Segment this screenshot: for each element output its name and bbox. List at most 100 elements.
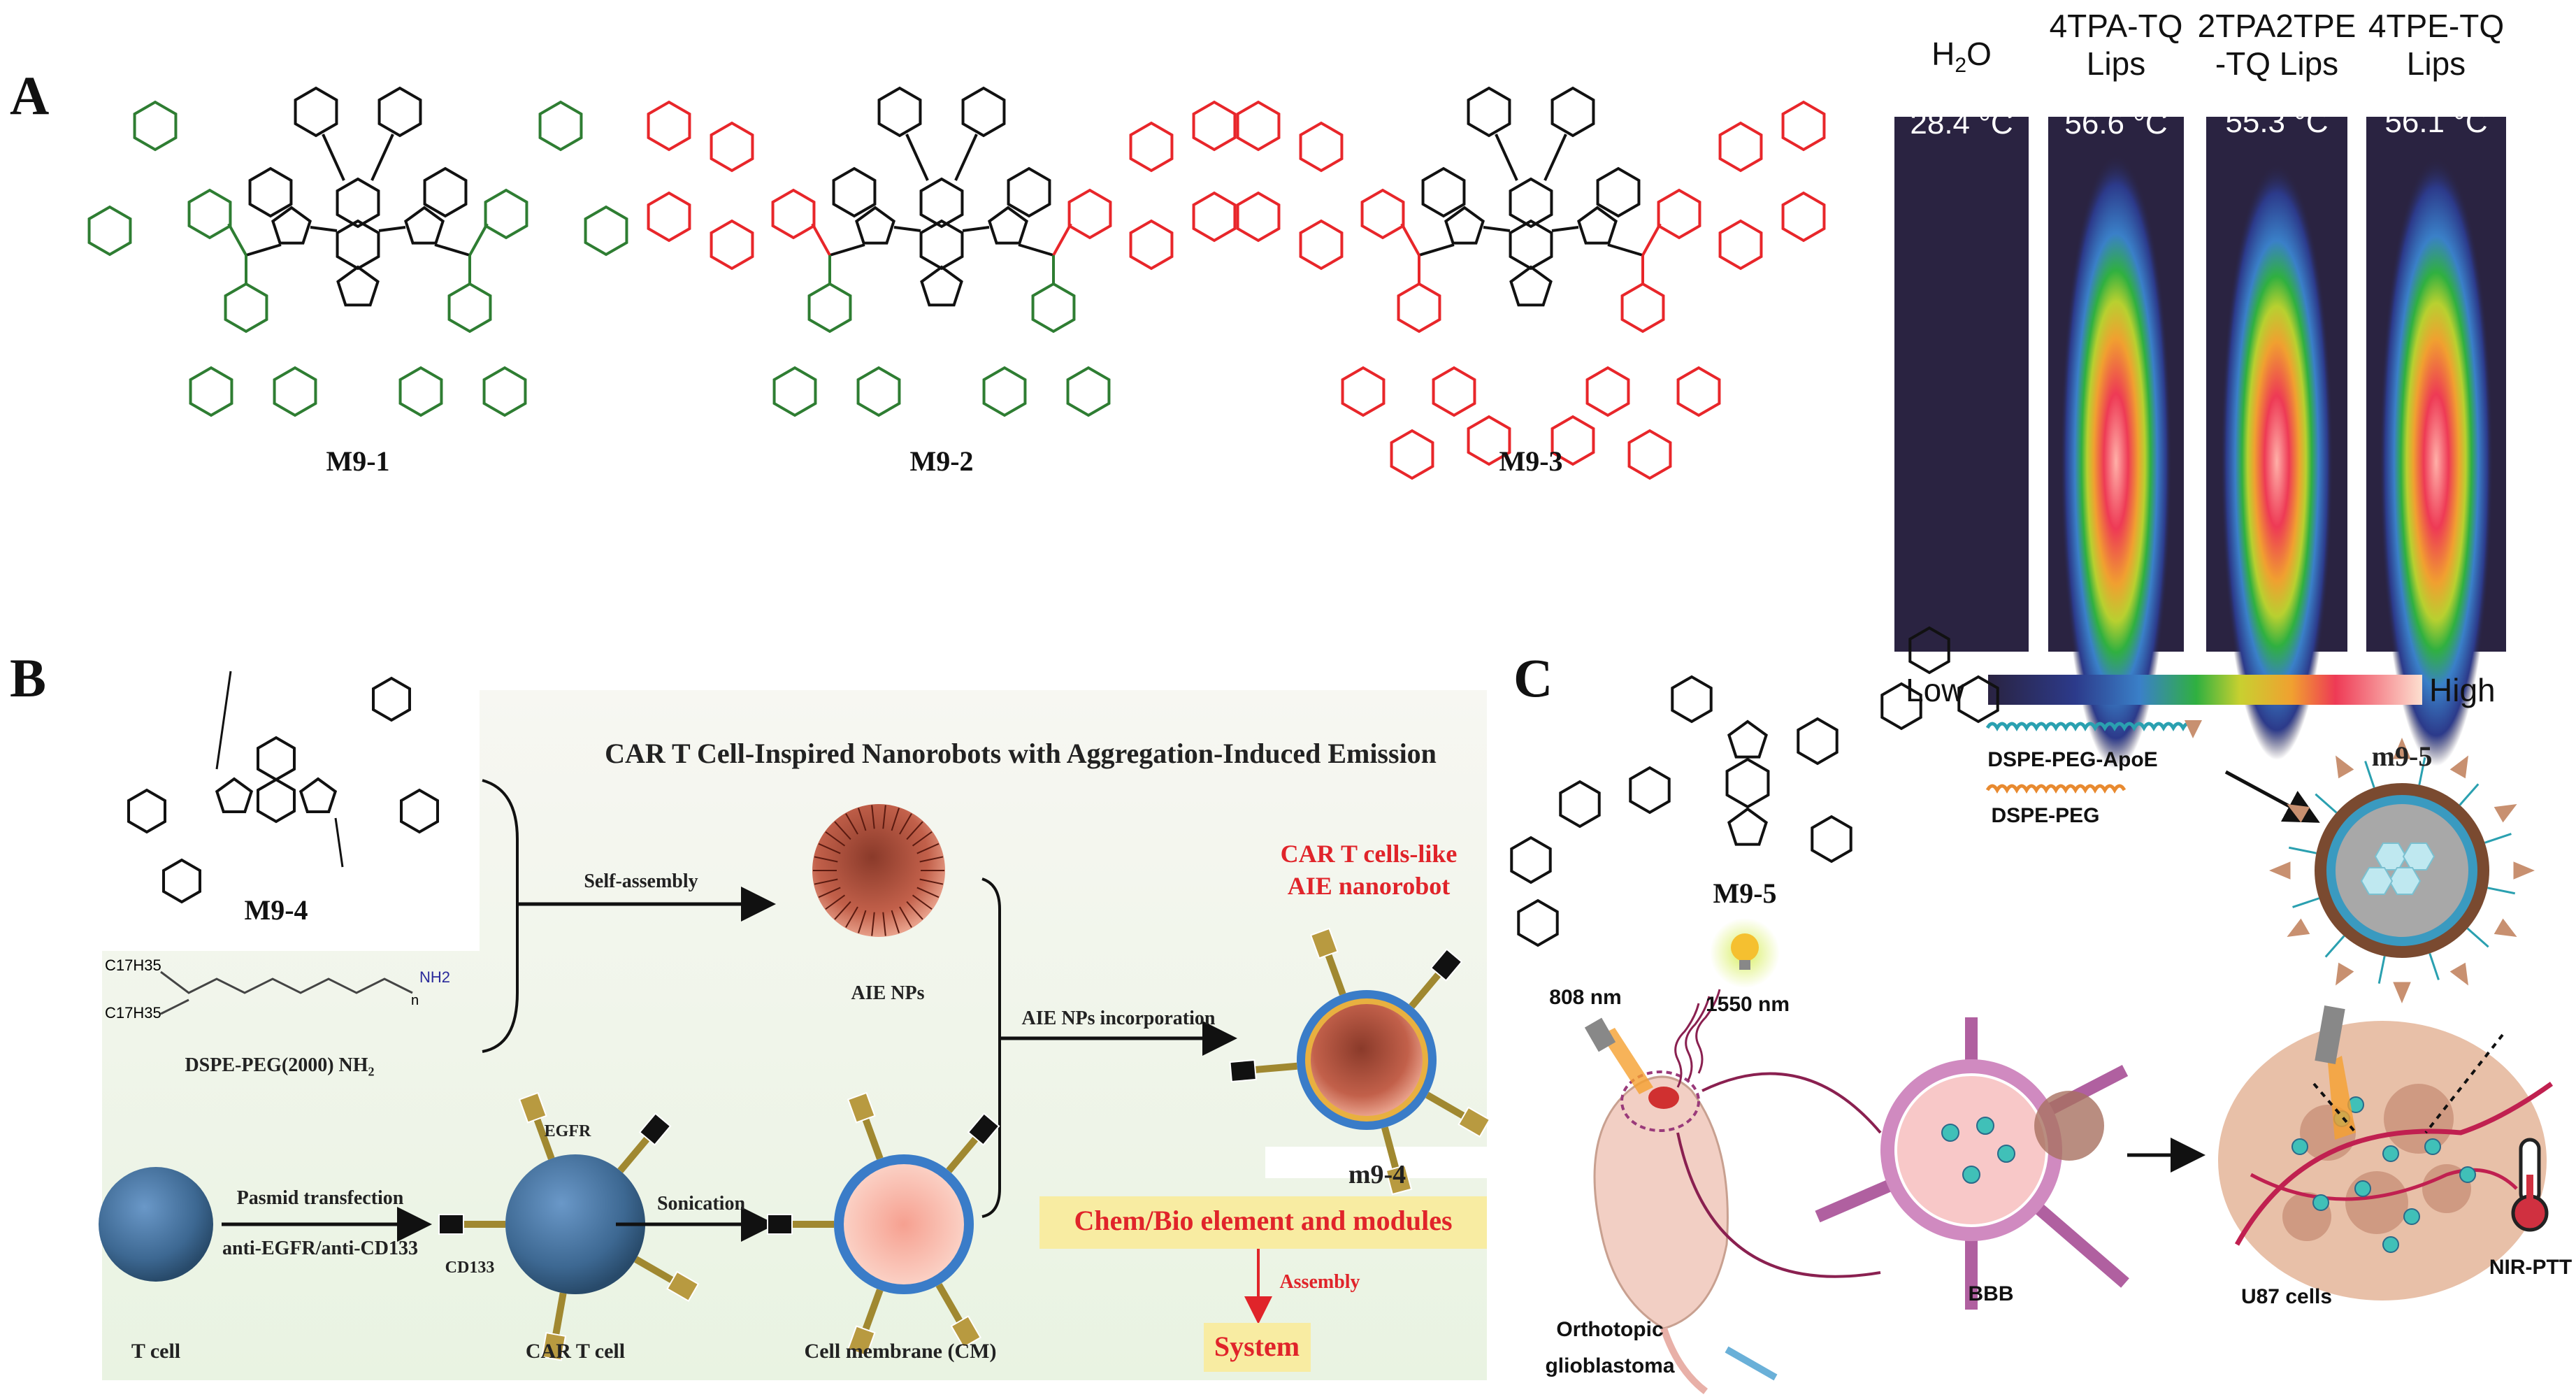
nanoparticle-spike [919,856,944,863]
t-cell-label: T cell [131,1340,181,1363]
dspe-peg-apoe-chain [1985,722,2195,731]
benzene-ring [1299,121,1344,173]
benzene-ring [1299,219,1344,271]
antibody-receptor [617,1112,672,1173]
apoe-ligand [2494,918,2517,937]
benzene-ring [1718,121,1763,173]
receptor-head [1309,927,1339,959]
nanoparticle-dot [1941,1124,1959,1142]
benzene-ring [1467,415,1511,466]
tumor-cell-cluster [2034,1091,2104,1161]
five-membered-ring [1444,206,1485,245]
header-line: Lips [2086,45,2146,82]
receptor-head [638,1112,672,1146]
header-line: -TQ Lips [2215,45,2339,82]
benzene-ring [1129,219,1174,271]
nanoparticle-dot [2354,1180,2371,1197]
emission-label: 1550 nm [1705,993,1790,1016]
apoe-ligand [2449,962,2468,986]
benzene-ring [710,121,754,173]
membrane-interior [844,1164,964,1284]
benzene-ring [1517,898,1559,947]
five-membered-ring [298,777,338,814]
benzene-ring [1781,100,1826,152]
receptor-stem [463,1221,505,1228]
emission-wave [1685,996,1711,1081]
benzene-ring [1067,188,1112,240]
benzene-ring [647,191,691,243]
benzene-ring [1718,219,1763,271]
nanoparticle-dot [2312,1194,2329,1211]
benzene-ring [1657,188,1701,240]
benzene-ring [919,177,964,229]
benzene-ring [772,366,817,417]
benzene-ring [1509,177,1553,229]
molecule-m9-4 [127,671,439,904]
vessel [2250,1168,2518,1201]
chem-bio-label: Chem/Bio element and modules [1074,1205,1453,1236]
scale-high-label: High [2429,672,2496,708]
apoe-ligand [2287,804,2310,823]
panel-letter-b: B [10,647,47,708]
nanoparticle-spike [825,831,846,847]
molecule-label-m9-4: M9-4 [244,894,308,926]
apoe-ligand [2393,738,2411,759]
excitation-label: 808 nm [1549,986,1622,1009]
receptor-head [438,1214,464,1235]
h2o-h: H [1931,36,1955,72]
molecule-m9-1 [87,86,628,417]
molecule-label-m9-2: M9-2 [909,445,974,477]
bond [468,223,489,256]
dspe-c17-top: C17H35 [105,957,161,974]
bond [954,134,978,181]
heat-spot [2379,157,2494,766]
benzene-ring [1629,766,1671,815]
antibody-receptor [541,1292,567,1361]
antibody-receptor [946,1112,1000,1173]
benzene-ring [1467,86,1511,138]
thermal-image [1894,117,2029,652]
nanoparticle-spike [882,912,886,936]
benzene-ring [771,188,816,240]
benzene-ring [1192,100,1237,152]
benzene-ring [1129,121,1174,173]
receptor-stem [946,1136,979,1173]
bond [227,223,247,256]
zoom-line [1701,1072,1882,1134]
bond [1052,223,1072,256]
header-line: 4TPA-TQ [2049,8,2183,44]
self-assembly-label: Self-assembly [584,871,698,892]
transfection-label: Pasmid transfection [236,1187,404,1209]
benzene-ring [423,166,468,218]
receptor-stem [1255,1062,1297,1073]
bulb-base [1739,960,1750,970]
laser-beam [2328,1056,2356,1140]
mouse-illustration [1584,989,1882,1394]
nanoparticle-dot [1997,1145,2015,1163]
benzene-ring [224,282,268,334]
benzene-ring [1811,815,1852,864]
benzene-ring [1627,429,1672,480]
nanoparticle-spike [858,910,867,933]
benzene-ring [372,676,411,722]
vessel [2234,1082,2554,1246]
antibody-receptor [518,1091,555,1160]
nanoparticle-spike [916,843,940,854]
apoe-ligand [2336,755,2354,779]
nanorobot-title-line1: CAR T cells-like [1280,840,1458,868]
receptor-stem [1425,1091,1466,1119]
nanoparticle-spike [891,808,900,831]
antibody-receptor [847,1091,884,1160]
thermal-background [1894,117,2029,652]
benzene-ring [1797,717,1839,766]
heat-spot [2060,154,2172,769]
bond [245,243,282,257]
benzene-ring [1725,757,1770,809]
antibody-receptor [1381,1126,1413,1196]
merge-bracket-2 [981,877,1001,1218]
thermal-image [2206,117,2347,760]
nir-ptt-label: NIR-PTT [2489,1256,2573,1279]
